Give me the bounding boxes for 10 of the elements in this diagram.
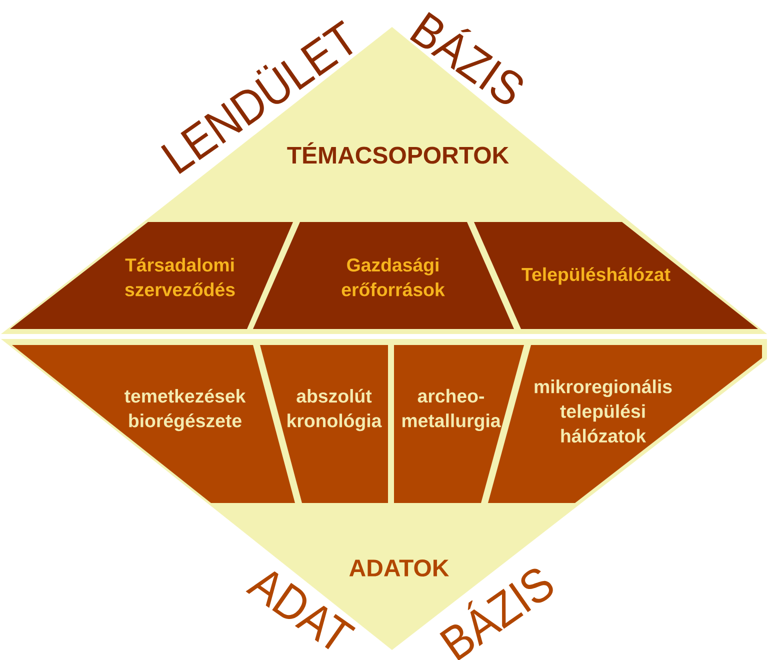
node-label: Településhálózat	[522, 267, 670, 285]
trapezoid-tile: archeo-metallurgia	[394, 345, 524, 503]
trapezoid-tile: Gazdasági erőforrások	[253, 222, 514, 329]
node-label: temetkezések biorégészete	[124, 388, 246, 432]
trapezoid-tile: Társadalomi szerveződés	[10, 222, 293, 329]
trapezoid-tile: abszolút kronológia	[260, 345, 388, 503]
trapezoid-tile: Településhálózat	[474, 222, 758, 329]
node-label: mikroregionális települési hálózatok	[534, 379, 672, 443]
node-label: Gazdasági erőforrások	[342, 258, 445, 296]
node-label: Társadalomi szerveződés	[125, 258, 235, 296]
